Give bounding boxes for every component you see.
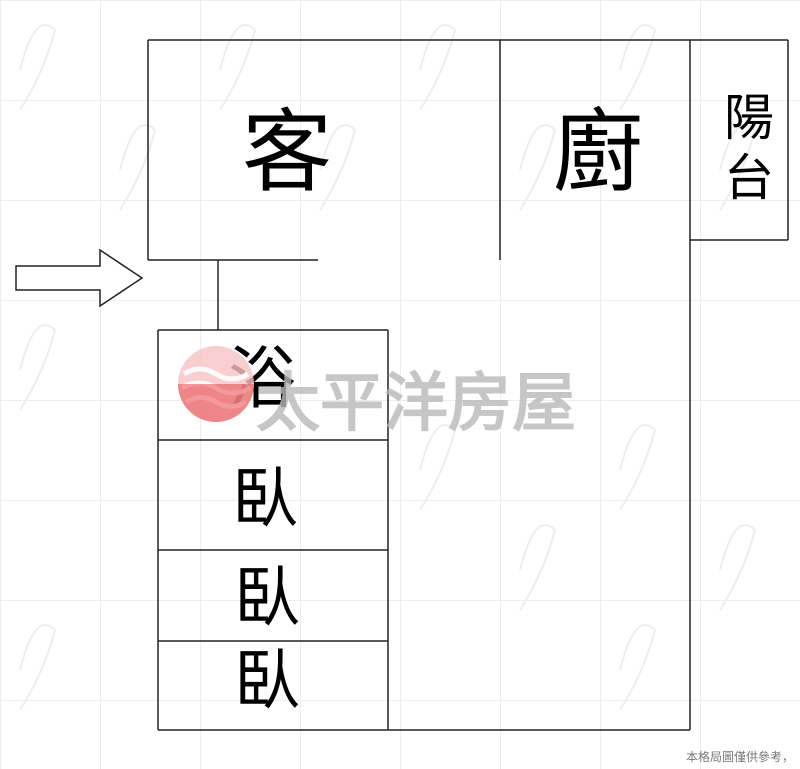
entrance-arrow-icon (15, 248, 144, 308)
kitchen-label: 廚 (553, 100, 643, 205)
living-room-label: 客 (242, 100, 332, 205)
watermark-logo-icon (178, 346, 254, 422)
bedroom-2-label: 臥 (234, 559, 300, 636)
bedroom-3-label: 臥 (234, 642, 300, 719)
balcony-label: 陽台 (724, 89, 774, 207)
disclaimer-text: 本格局圖僅供參考， (685, 750, 794, 764)
watermark-brand: 太平洋房屋 (256, 366, 576, 441)
bedroom-1-label: 臥 (232, 460, 298, 537)
